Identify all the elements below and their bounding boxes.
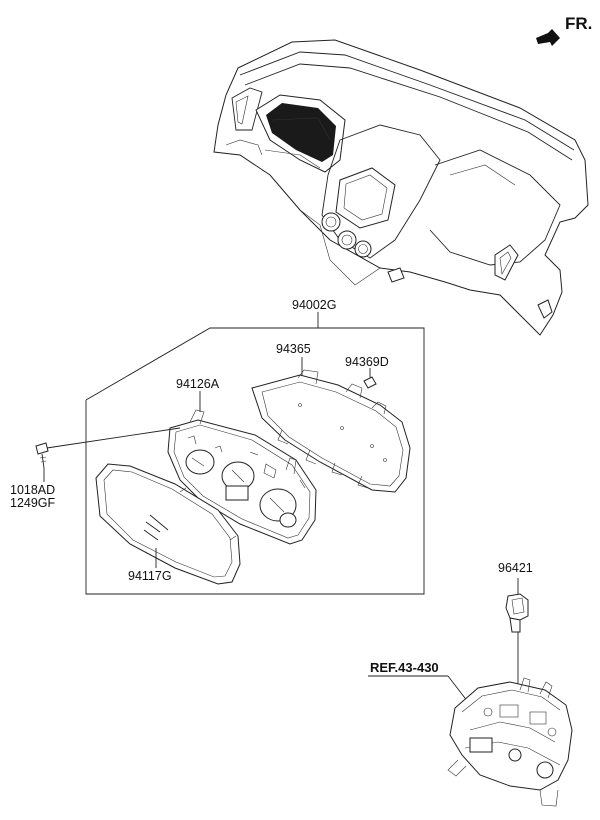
window-glass-drawing bbox=[95, 463, 241, 585]
callout-94002G: 94002G bbox=[292, 298, 336, 312]
callout-94365: 94365 bbox=[276, 342, 311, 356]
callout-94117G: 94117G bbox=[128, 569, 172, 583]
front-direction-label: FR. bbox=[565, 14, 592, 33]
dashboard-drawing bbox=[213, 39, 589, 336]
transaxle-reference-label[interactable]: REF.43-430 bbox=[370, 660, 439, 675]
bracket-clip-drawing bbox=[363, 376, 377, 389]
cluster-assembly-frame bbox=[85, 312, 425, 595]
mounting-screw-drawing bbox=[35, 442, 61, 469]
callout-96421: 96421 bbox=[498, 561, 533, 575]
rear-case-drawing bbox=[251, 369, 411, 493]
transaxle-drawing bbox=[447, 677, 573, 807]
cluster-board-drawing bbox=[167, 409, 317, 545]
speed-sensor-drawing bbox=[505, 593, 529, 633]
callout-94126A: 94126A bbox=[176, 377, 220, 391]
front-direction-arrow-icon bbox=[536, 29, 560, 46]
callout-1018AD: 1018AD bbox=[10, 483, 55, 497]
callout-94369D: 94369D bbox=[345, 355, 389, 369]
callout-1249GF: 1249GF bbox=[10, 496, 56, 510]
